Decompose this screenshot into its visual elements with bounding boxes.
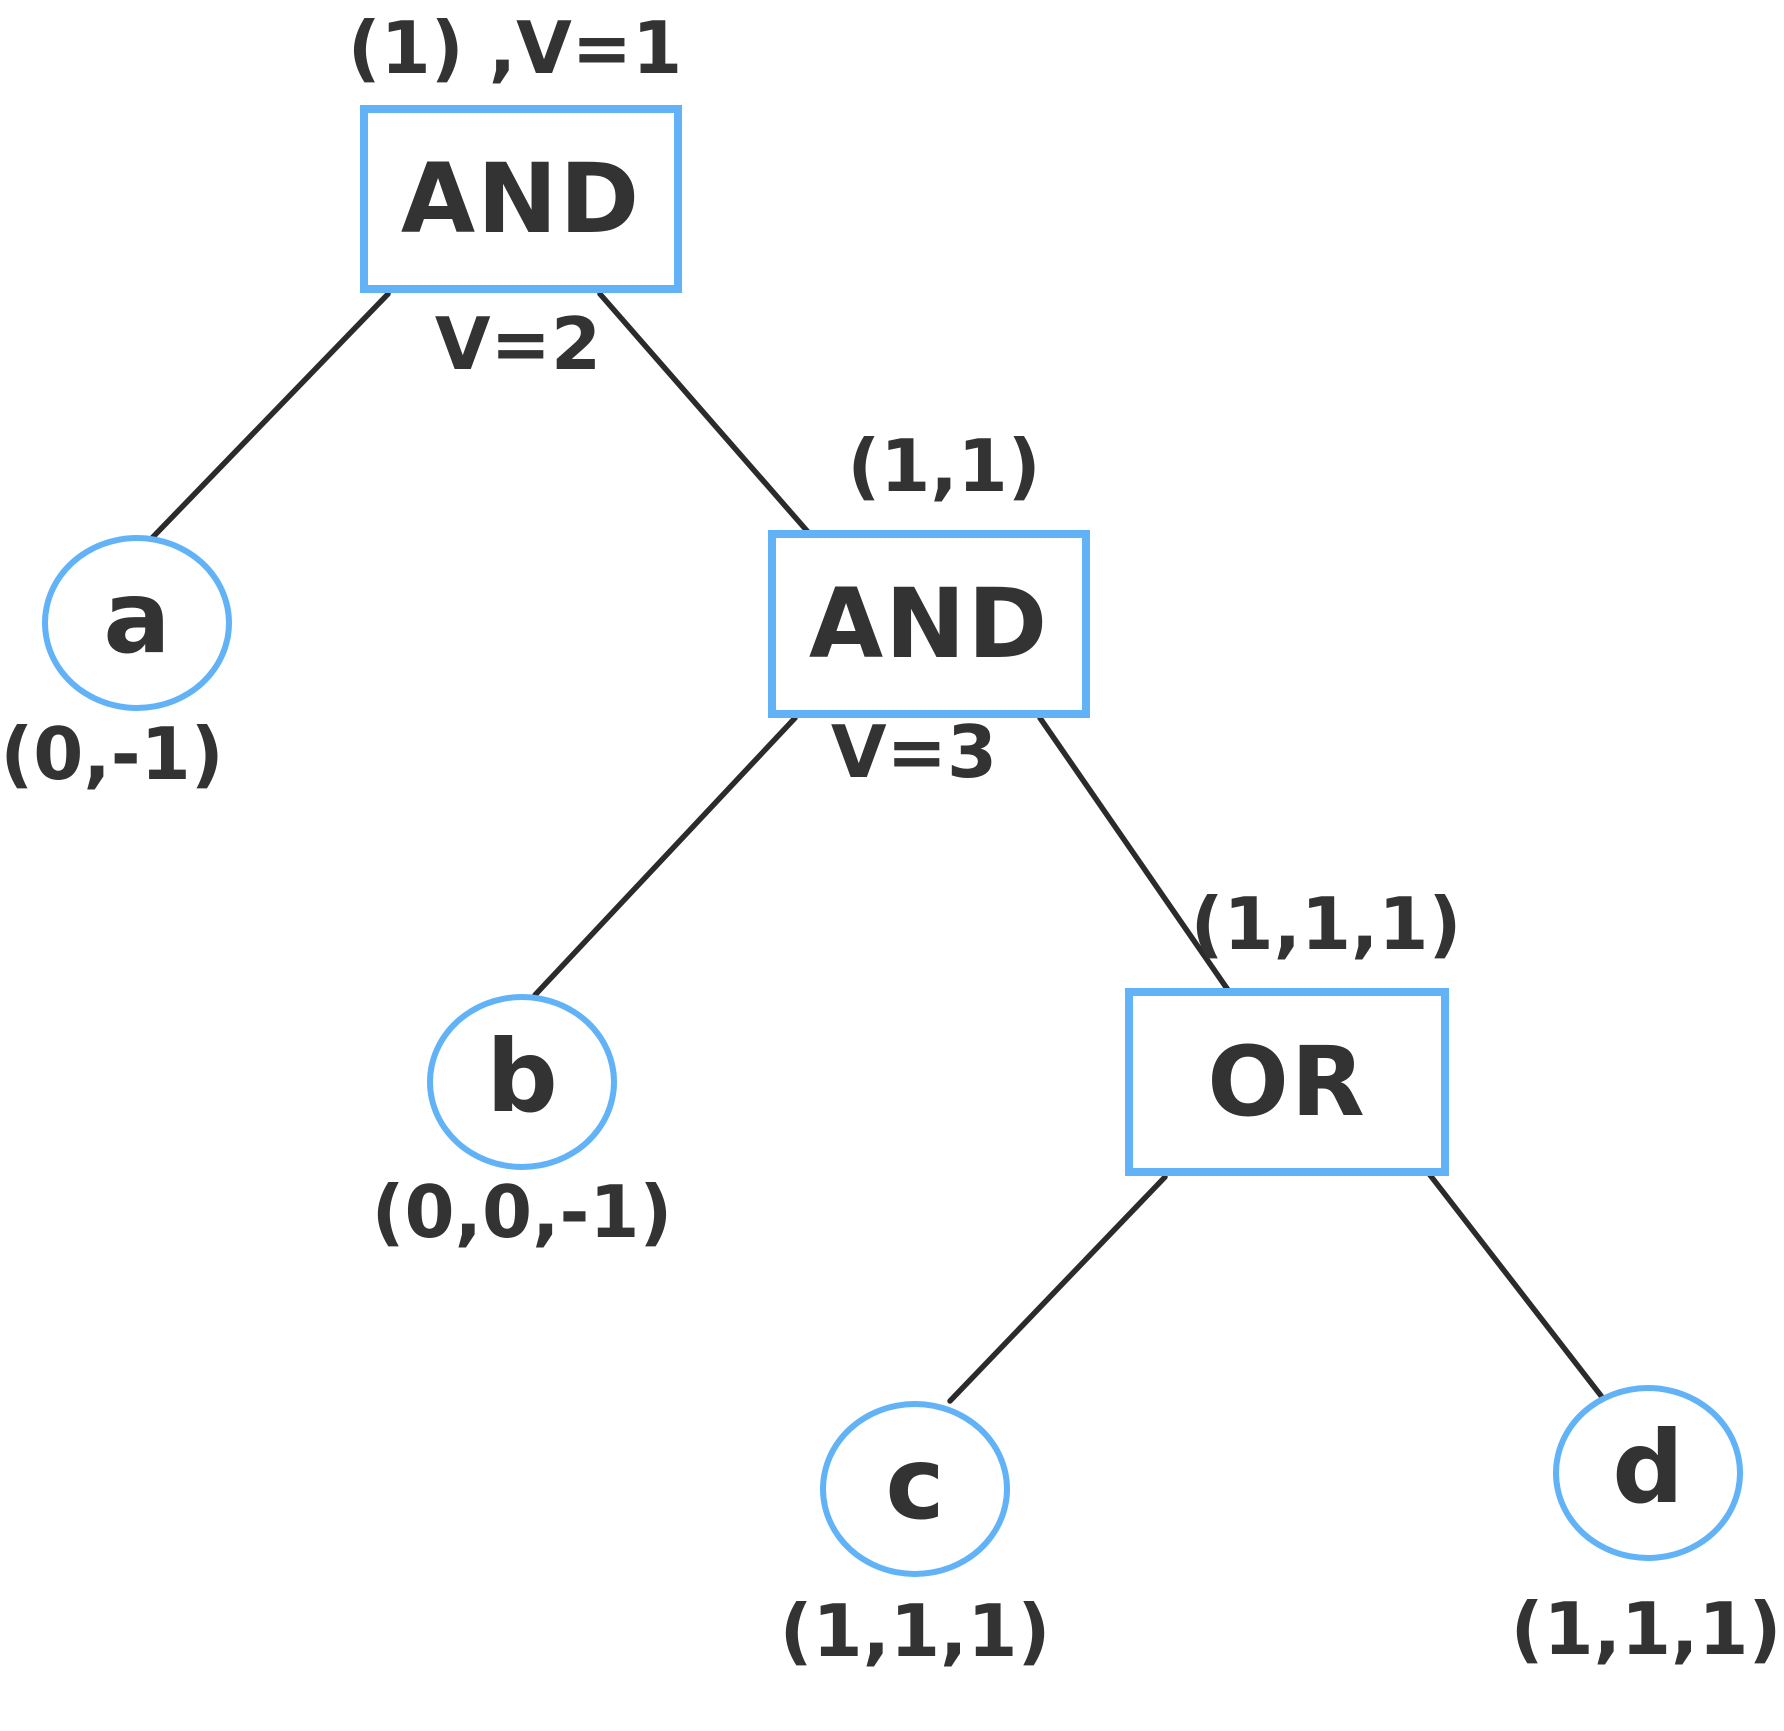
edge-and2-b [532,715,798,998]
leaf-b-label: b [486,1017,558,1135]
edge-and2-or1 [1037,715,1231,993]
or-tuple-label: (1,1,1) [1190,882,1462,966]
leaf-c-label: c [885,1424,945,1542]
and-gate-root: AND [360,105,682,293]
leaf-d-tuple-label: (1,1,1) [1510,1587,1782,1671]
root-value-label: V=2 [434,302,602,386]
edge-and1-and2 [597,291,811,535]
root-tuple-label: (1) ,V=1 [347,6,683,90]
and-gate-mid: AND [768,530,1090,718]
mid-tuple-label: (1,1) [847,424,1041,508]
edge-or1-c [947,1174,1168,1404]
edge-or1-d [1427,1172,1605,1400]
or-gate: OR [1125,988,1449,1176]
mid-value-label: V=3 [830,710,998,794]
leaf-a-label: a [103,558,171,676]
leaf-node-a: a [42,535,232,711]
leaf-d-label: d [1612,1408,1684,1526]
leaf-node-c: c [820,1401,1010,1577]
leaf-node-d: d [1553,1385,1743,1561]
leaf-a-tuple-label: (0,-1) [0,712,224,796]
edge-and1-a [149,291,391,541]
leaf-c-tuple-label: (1,1,1) [779,1589,1051,1673]
leaf-node-b: b [427,994,617,1170]
leaf-b-tuple-label: (0,0,-1) [371,1170,673,1254]
